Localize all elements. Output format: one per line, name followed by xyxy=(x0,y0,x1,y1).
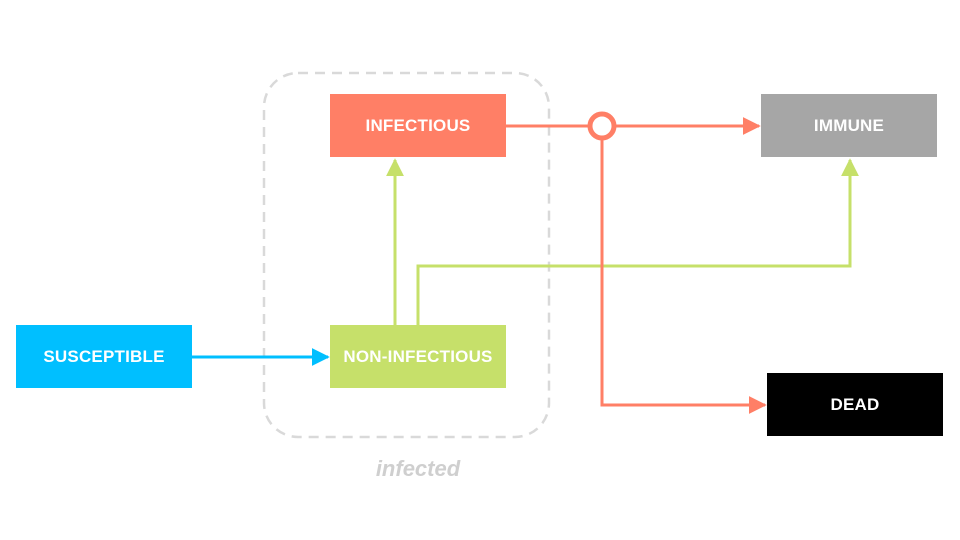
node-dead: DEAD xyxy=(767,373,943,436)
node-susceptible-label: SUSCEPTIBLE xyxy=(43,346,165,366)
edge-junction-to-dead xyxy=(600,140,767,414)
node-infectious-label: INFECTIOUS xyxy=(365,115,471,135)
edge-noninfectious-to-immune xyxy=(416,158,859,325)
node-non-infectious-label: NON-INFECTIOUS xyxy=(343,346,493,366)
node-non-infectious: NON-INFECTIOUS xyxy=(330,325,506,388)
node-infectious: INFECTIOUS xyxy=(330,94,506,157)
infected-group-label: infected xyxy=(375,456,461,481)
branch-junction xyxy=(587,111,617,141)
node-immune: IMMUNE xyxy=(761,94,937,157)
node-dead-label: DEAD xyxy=(830,394,880,414)
infected-group-border xyxy=(262,71,551,439)
node-immune-label: IMMUNE xyxy=(813,115,885,135)
node-susceptible: SUSCEPTIBLE xyxy=(16,325,192,388)
